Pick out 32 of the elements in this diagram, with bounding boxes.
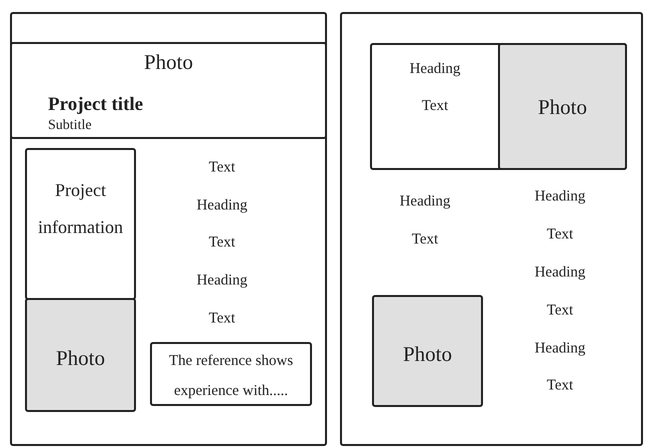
quote-text: The reference shows experience with..... <box>168 352 294 401</box>
page-frame <box>10 12 327 446</box>
text-card <box>370 43 627 170</box>
photo-frame <box>498 43 627 170</box>
info-panel <box>25 148 136 300</box>
quote-box <box>150 342 312 406</box>
heading: Heading <box>534 340 586 358</box>
photo-frame <box>25 298 136 412</box>
body-text: Text <box>208 160 236 176</box>
body-text: Text <box>420 98 450 115</box>
photo-caption: Photo <box>402 342 453 367</box>
body-text: Text <box>208 234 236 252</box>
subtitle: Subtitle <box>48 118 92 134</box>
photo-frame <box>372 295 483 407</box>
body-text: Text <box>546 378 574 394</box>
heading: Heading <box>196 198 248 214</box>
photo-caption: Photo <box>54 346 106 371</box>
body-text: Text <box>412 232 438 248</box>
body-text: Text <box>546 302 574 320</box>
body-text: Text <box>208 310 236 328</box>
body-text: Text <box>546 226 574 244</box>
heading: Heading <box>196 272 248 290</box>
heading: Heading <box>400 194 450 210</box>
heading: Heading <box>534 264 586 282</box>
section-heading: Project information <box>37 179 124 239</box>
heading: Heading <box>408 61 462 78</box>
page-frame <box>340 12 643 446</box>
heading: Heading <box>534 188 586 206</box>
header-band <box>10 42 327 139</box>
photo-caption: Photo <box>142 50 194 75</box>
project-title: Project title <box>48 94 144 116</box>
photo-caption: Photo <box>536 95 588 120</box>
